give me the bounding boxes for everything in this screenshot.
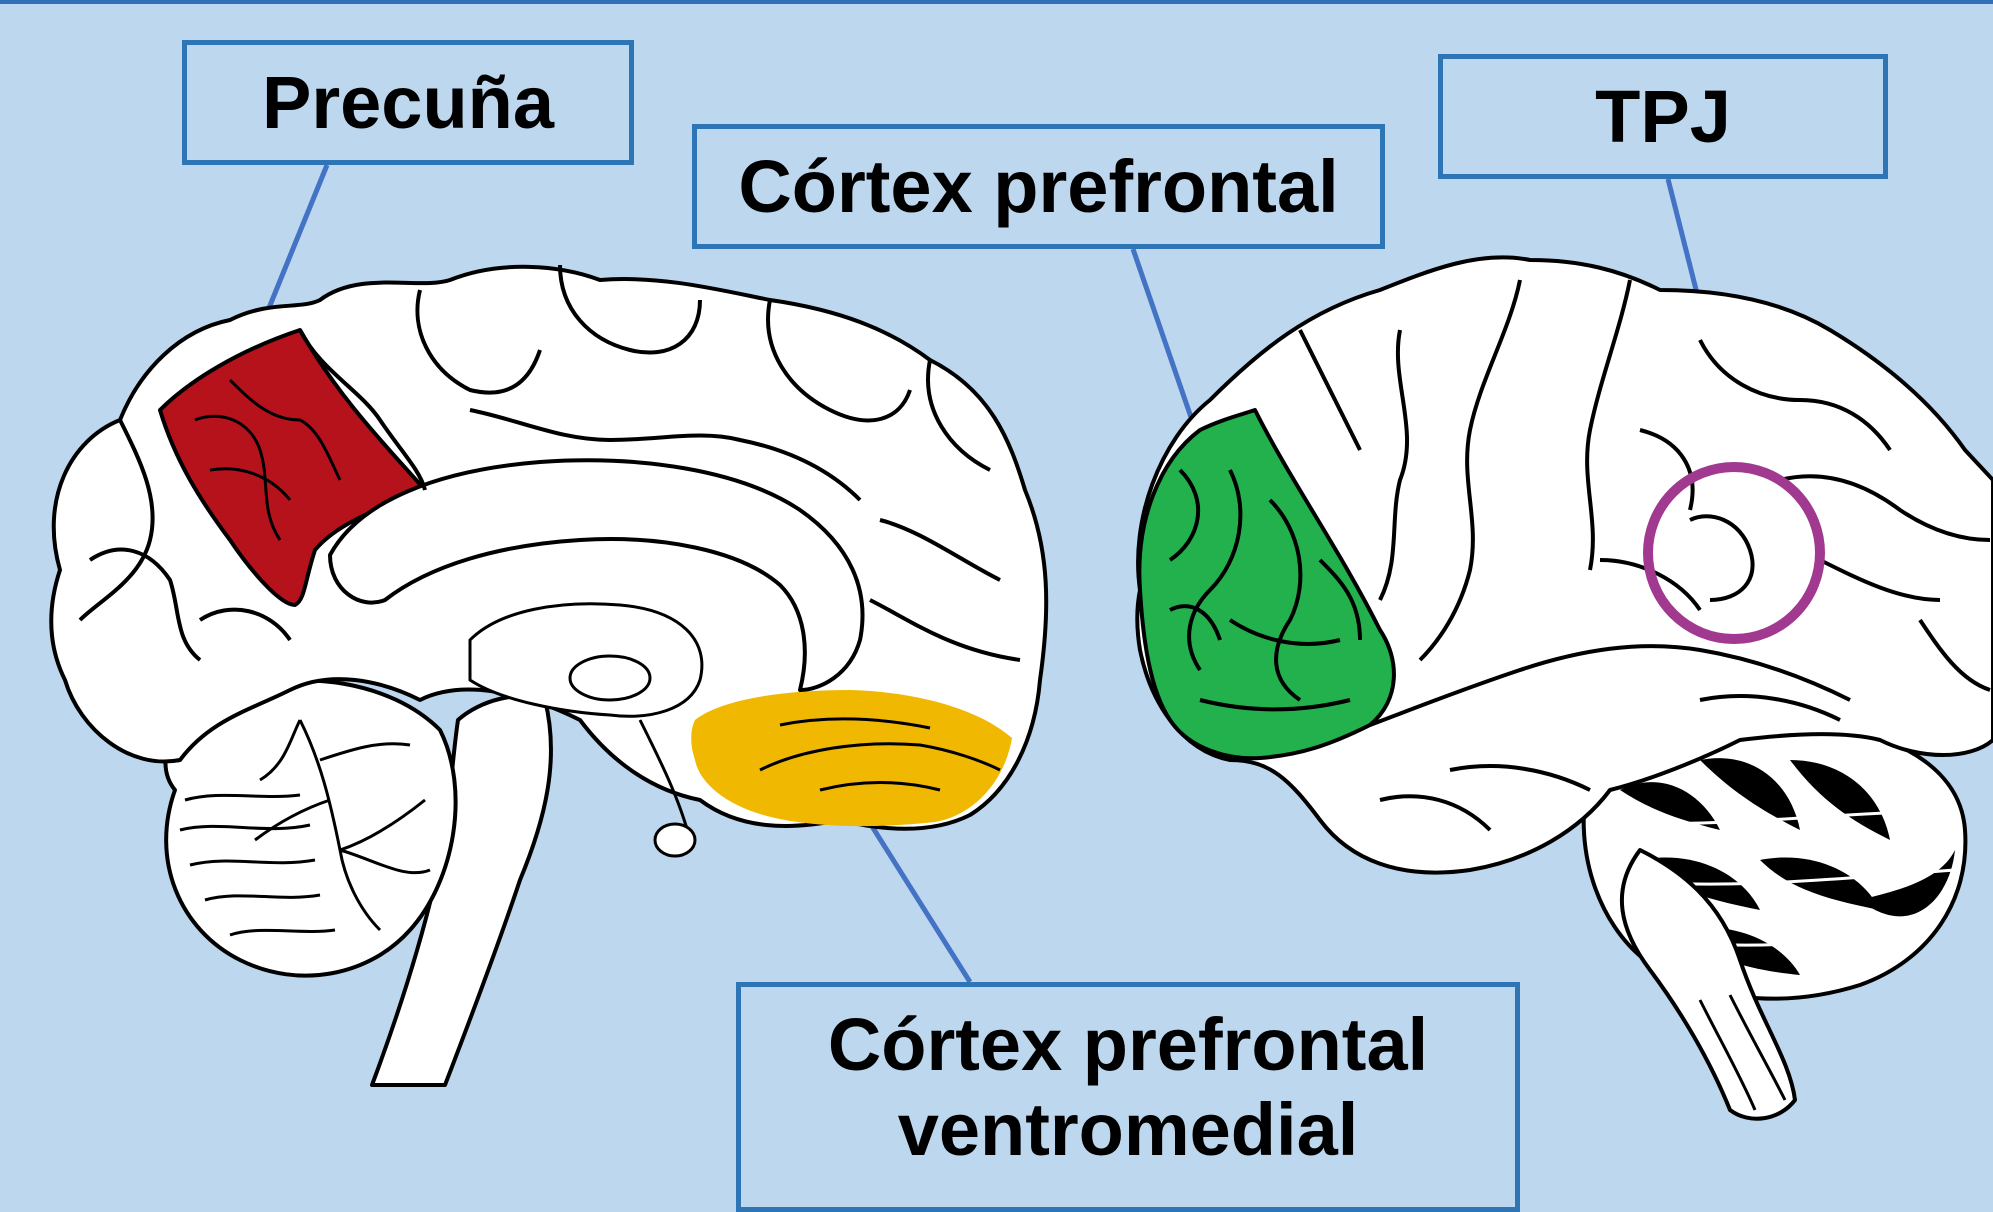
label-prefrontal-cortex: Córtex prefrontal: [692, 124, 1385, 249]
medial-brain-view: [51, 265, 1046, 1085]
connector-vmpfc: [868, 820, 970, 982]
label-vmpfc: Córtex prefrontal ventromedial: [736, 982, 1520, 1212]
label-precuneus: Precuña: [182, 40, 634, 165]
label-tpj: TPJ: [1438, 54, 1888, 179]
